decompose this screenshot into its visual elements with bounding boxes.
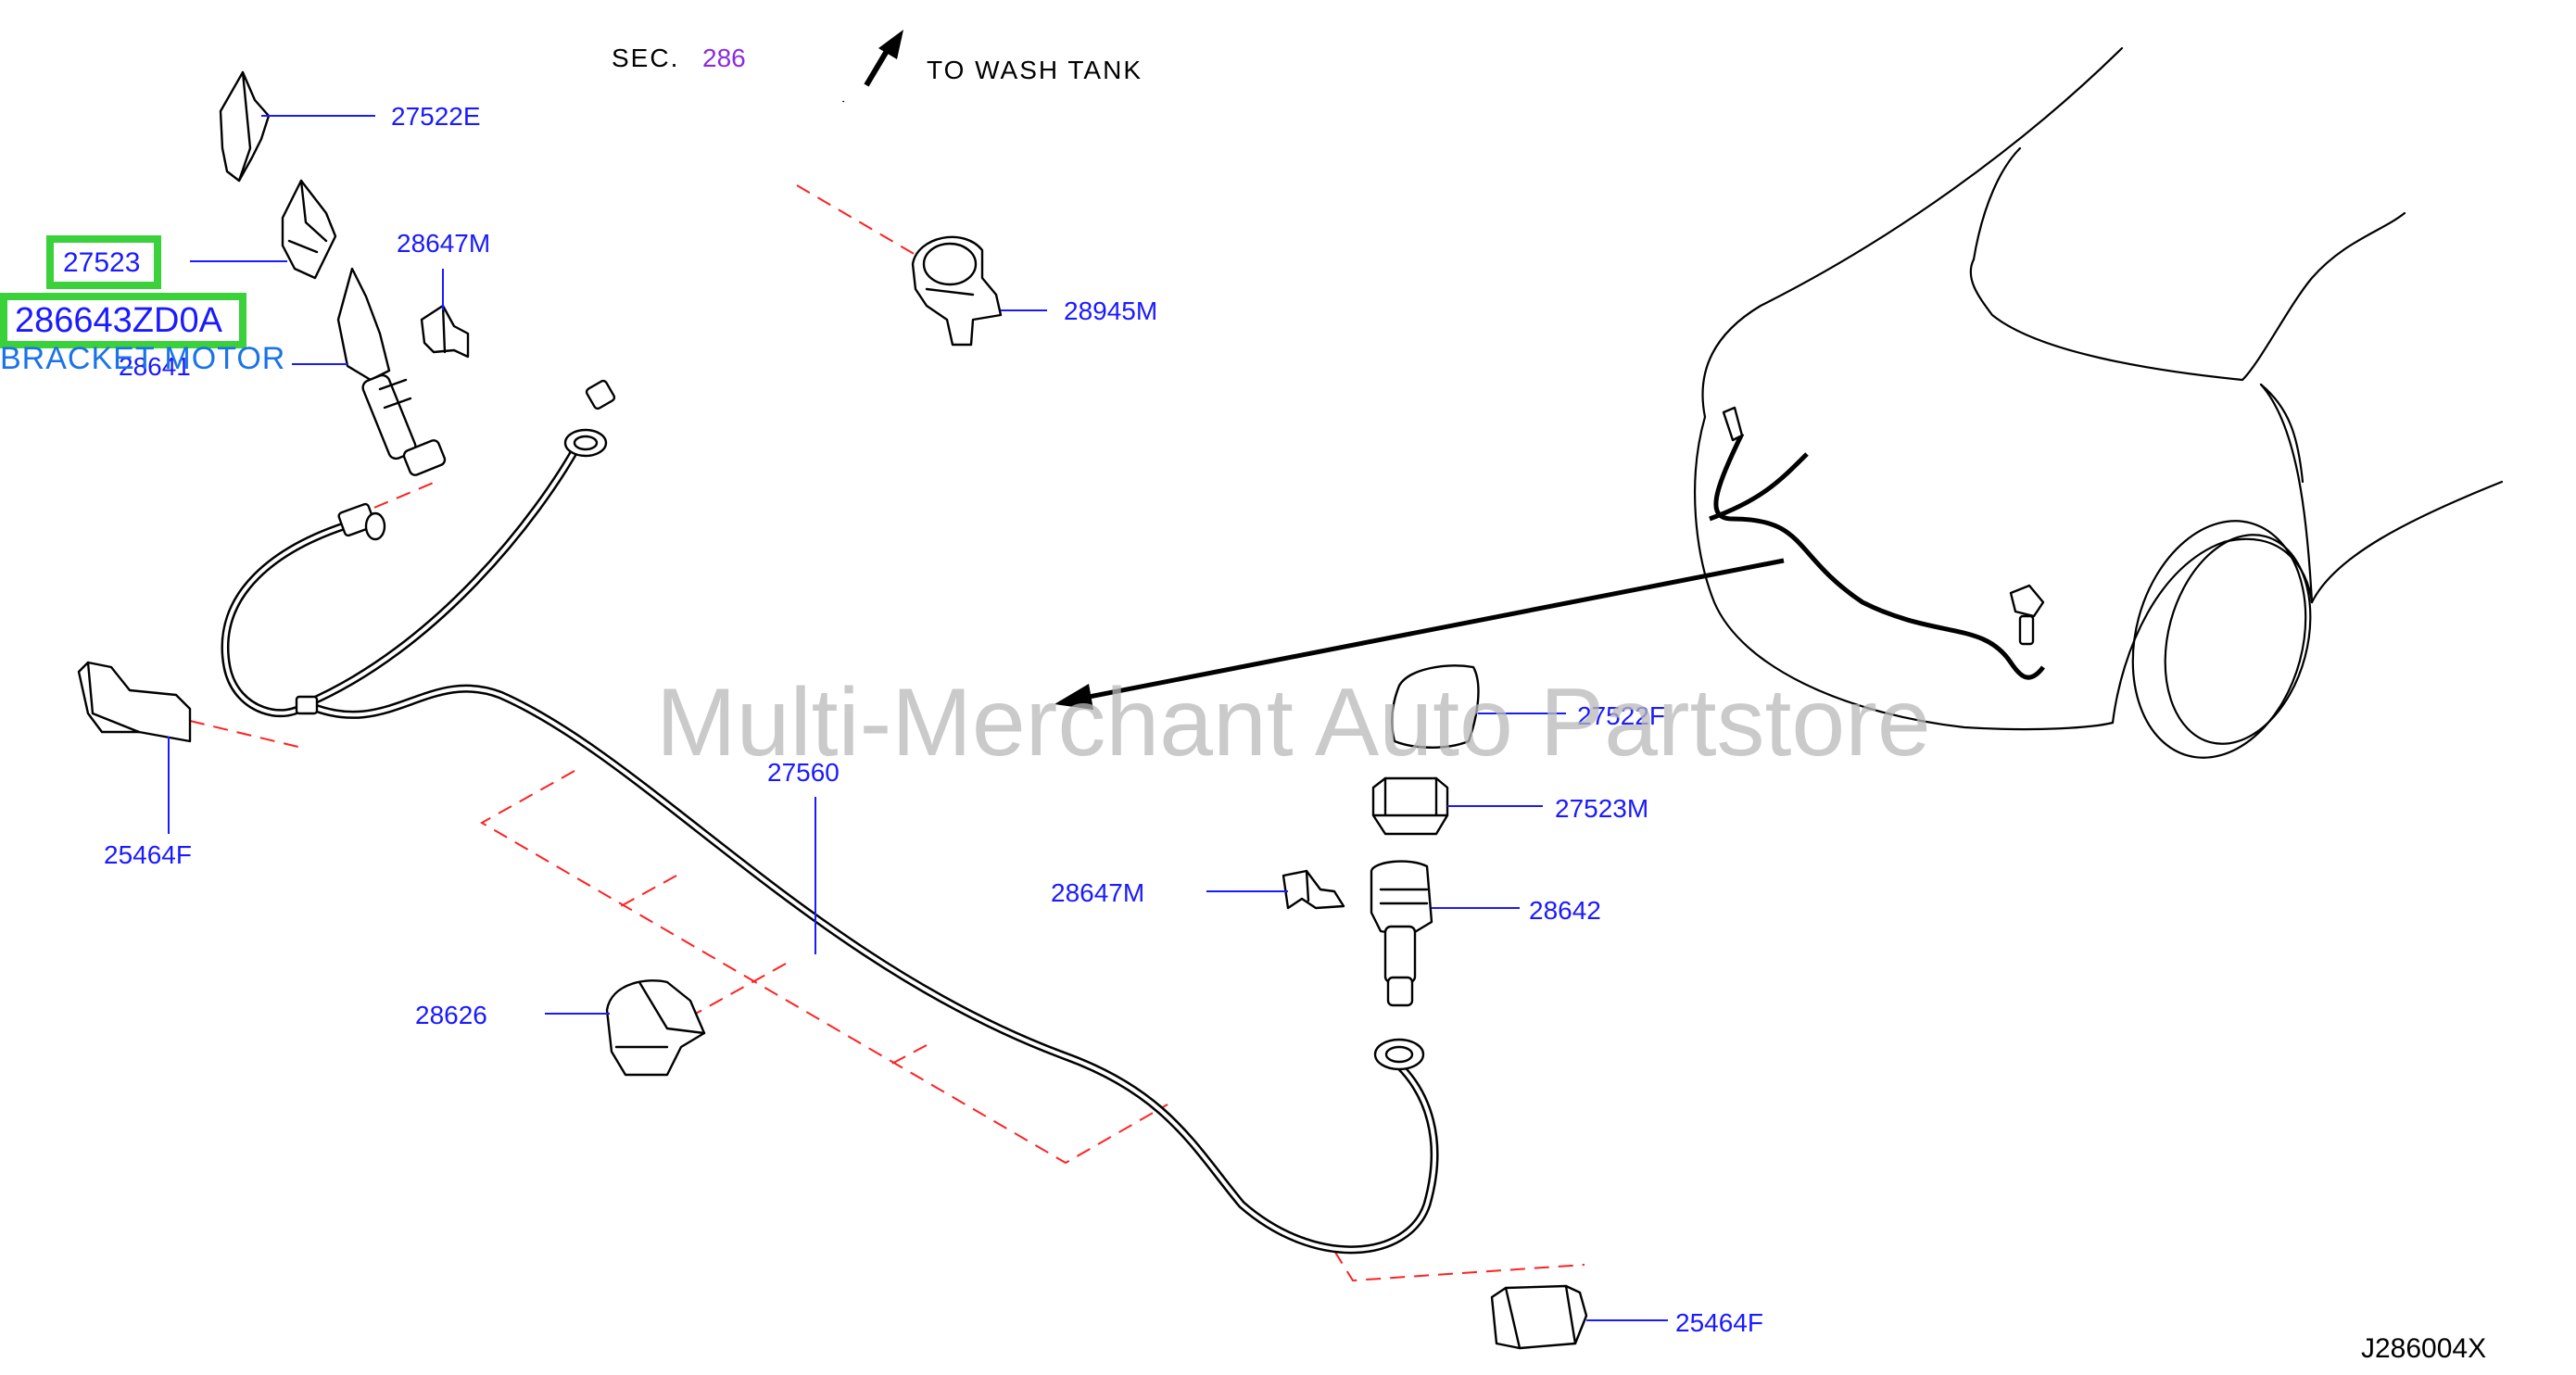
wash-tank-label: TO WASH TANK [927, 56, 1143, 84]
wash-tank-arrow [864, 30, 903, 87]
clip-25464f-left [77, 661, 192, 743]
bracket-motor-caption: BRACKET MOTOR [0, 341, 285, 376]
hoses [221, 100, 1439, 1255]
part-28647m-top-label[interactable]: 28647M [397, 229, 490, 258]
part-27560-label[interactable]: 27560 [767, 758, 840, 787]
watermark: Multi-Merchant Auto Partstore [656, 669, 1931, 776]
vehicle-outline [1694, 46, 2504, 759]
leader-lines [168, 115, 1668, 1321]
highlight-286643zd0a[interactable]: 286643ZD0A [0, 293, 246, 348]
diagram-id: J286004X [2361, 1333, 2486, 1364]
cap-27522e [219, 70, 271, 183]
clamp-28945m [911, 235, 1003, 347]
part-25464f-left-label[interactable]: 25464F [104, 840, 192, 869]
hose-connectors [295, 379, 1425, 1071]
clip-28626 [605, 979, 706, 1077]
sec-prefix-label: SEC. [612, 44, 679, 72]
cap-27522f [1391, 664, 1480, 749]
sec-number-link[interactable]: 286 [702, 44, 746, 72]
part-27522e-label[interactable]: 27522E [391, 102, 481, 131]
nozzle-28642 [1370, 860, 1433, 1007]
part-25464f-bottom-label[interactable]: 25464F [1675, 1308, 1763, 1337]
vehicle-location-arrow [1054, 558, 1785, 710]
nozzle-28641 [336, 267, 447, 476]
clip-28647m-right [1282, 869, 1345, 910]
clip-28647m-top [420, 304, 470, 359]
part-28647m-right-label[interactable]: 28647M [1051, 878, 1144, 907]
clip-25464f-bottom [1490, 1284, 1588, 1350]
part-27523m-label[interactable]: 27523M [1555, 794, 1648, 823]
part-27522f-label[interactable]: 27522F [1577, 701, 1665, 730]
highlight-27523-label: 27523 [63, 247, 140, 278]
part-28642-label[interactable]: 28642 [1529, 896, 1601, 925]
highlight-286643zd0a-label: 286643ZD0A [15, 301, 223, 340]
part-28626-label[interactable]: 28626 [415, 1001, 487, 1029]
part-28641-label[interactable]: 28641 [119, 352, 191, 381]
part-28945m-label[interactable]: 28945M [1064, 296, 1157, 325]
bracket-27523 [281, 179, 337, 280]
highlight-27523[interactable]: 27523 [46, 235, 161, 289]
dashed-guides [189, 184, 1585, 1282]
bracket-27523m [1371, 776, 1449, 836]
